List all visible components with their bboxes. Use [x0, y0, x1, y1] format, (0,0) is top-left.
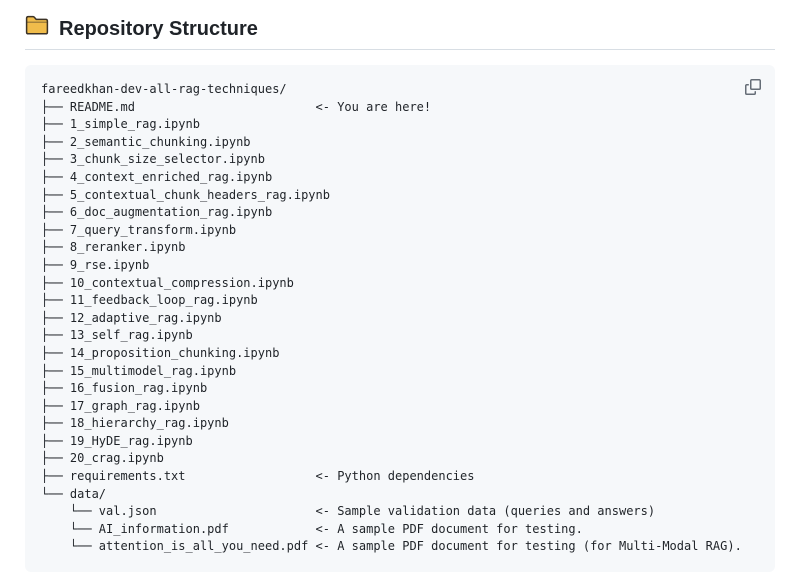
repository-structure-code-block: fareedkhan-dev-all-rag-techniques/ ├── R…: [25, 65, 775, 573]
copy-button[interactable]: [739, 73, 767, 101]
file-tree-text: fareedkhan-dev-all-rag-techniques/ ├── R…: [41, 82, 742, 554]
section-heading: Repository Structure: [25, 15, 775, 50]
folder-icon: [25, 15, 49, 42]
readme-page: Repository Structure fareedkhan-dev-all-…: [25, 15, 775, 573]
page-title: Repository Structure: [59, 17, 258, 40]
copy-icon: [745, 79, 761, 95]
